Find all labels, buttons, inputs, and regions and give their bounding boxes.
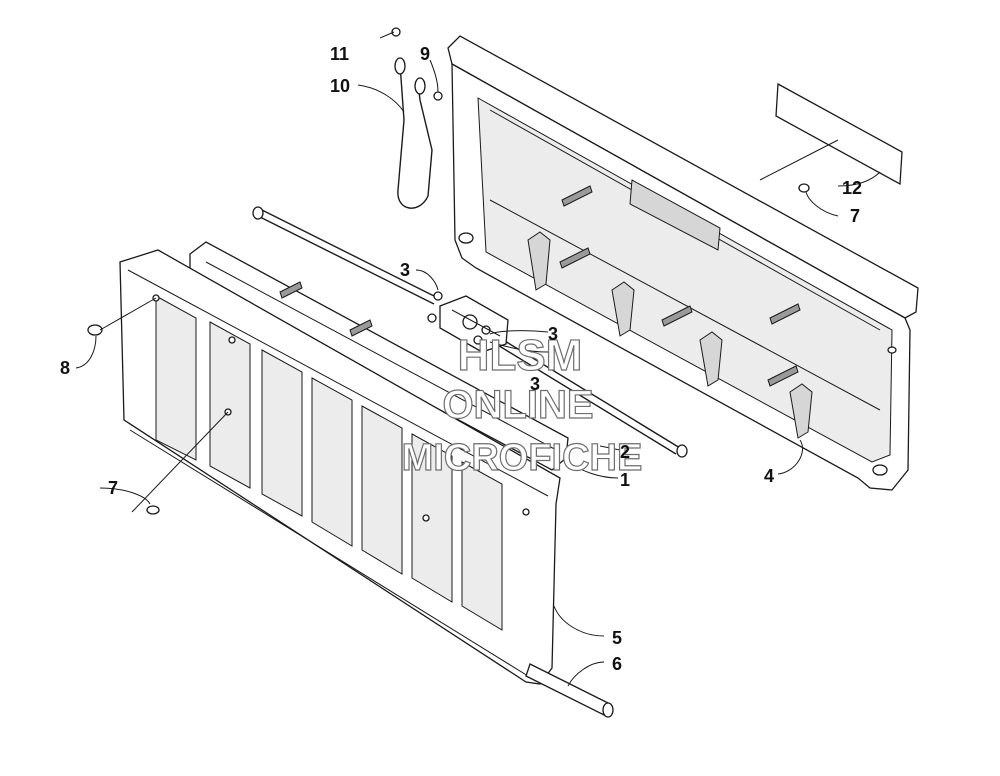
callout-3-middle: 3 [548,324,558,344]
callout-6: 6 [612,654,622,674]
grid-panel [119,249,561,685]
decal [775,82,903,186]
callouts: 1 2 3 3 3 4 5 6 7 7 8 9 10 11 12 [60,44,862,674]
watermark-line2: ONLINE [442,383,593,427]
watermark-line1: HLSM [458,331,583,380]
leader-lines [75,31,881,687]
cable-assembly [391,27,483,345]
callout-12: 12 [842,178,862,198]
outer-tailgate-panel [447,35,919,491]
callout-9: 9 [420,44,430,64]
callout-7-left: 7 [108,478,118,498]
callout-3-top: 3 [400,260,410,280]
latch-mechanism [439,295,509,353]
callout-2: 2 [620,442,630,462]
callout-11: 11 [330,44,349,64]
rivets [87,183,810,515]
callout-10: 10 [330,76,350,96]
hinge-pin [525,663,614,718]
watermark: HLSM ONLINE MICROFICHE [401,330,643,479]
callout-7-right: 7 [850,206,860,226]
callout-8: 8 [60,358,70,378]
watermark-line3: MICROFICHE [402,437,643,479]
latch-rod [252,206,688,458]
callout-1: 1 [620,470,630,490]
callout-4: 4 [764,466,774,486]
callout-5: 5 [612,628,622,648]
callout-3-bottom: 3 [530,374,540,394]
